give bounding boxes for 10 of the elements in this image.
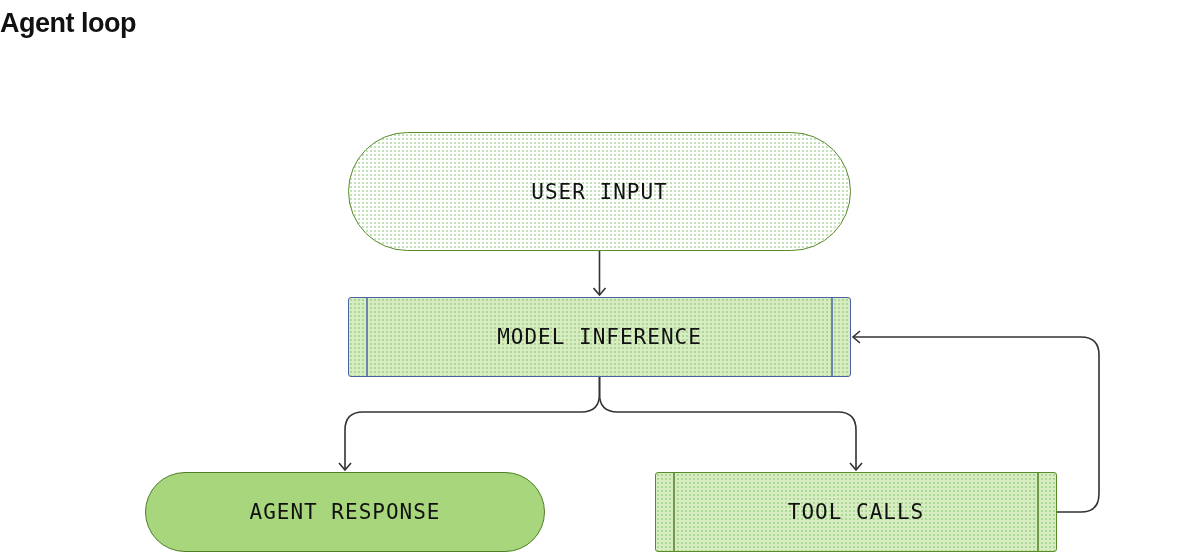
node-label: TOOL CALLS [787, 500, 925, 524]
process-box [348, 297, 851, 377]
node-label: USER INPUT [531, 179, 668, 204]
arrow [598, 376, 863, 471]
node-label: AGENT RESPONSE [249, 500, 441, 524]
node-label: MODEL INFERENCE [497, 325, 702, 349]
arrow [852, 330, 1100, 513]
arrow [592, 250, 607, 296]
process-box [655, 472, 1057, 552]
diagram-title: Agent loop [0, 8, 136, 39]
